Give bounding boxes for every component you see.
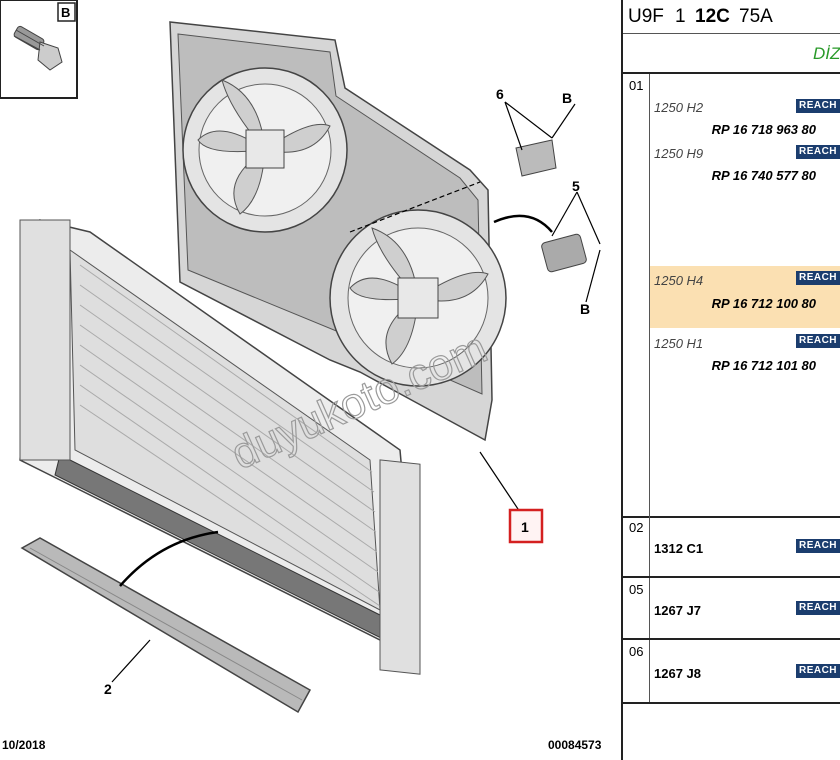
part-row-1250-h9[interactable]: 1250 H9 REACH 01 RP 16 740 577 80 01 01 …: [650, 140, 840, 266]
callout-b-top: B: [562, 90, 572, 106]
header-code-d: 75A: [739, 6, 773, 27]
callout-2: 2: [104, 681, 112, 697]
subheader-text: DİZ: [813, 44, 840, 63]
part-row-1250-h2[interactable]: 1250 H2 REACH 01 RP 16 718 963 80 01: [650, 94, 840, 140]
fan-shroud: [169, 21, 507, 442]
group-02: 02 1312 C1 REACH 01: [623, 516, 840, 578]
header-code-b: 1: [675, 6, 686, 27]
group-number: 01: [629, 78, 644, 93]
header-code-a: U9F: [628, 6, 664, 27]
reach-badge: REACH: [796, 145, 840, 159]
part-row-1267-j8[interactable]: 1267 J8 REACH 01: [650, 640, 840, 702]
parts-diagram: B: [0, 0, 601, 714]
fan-lower: [329, 209, 507, 387]
part-ref: RP 16 718 963 80: [711, 122, 816, 137]
part-code: 1250 H1: [654, 336, 704, 351]
part-row-1250-h4[interactable]: 1250 H4 REACH 01 RP 16 712 100 80 01: [650, 266, 840, 328]
reach-badge: REACH: [796, 539, 840, 553]
reach-badge: REACH: [796, 271, 840, 285]
radiator: [19, 219, 421, 675]
connector-bracket: [515, 139, 557, 177]
callout-6: 6: [496, 86, 504, 102]
part-code: 1250 H9: [654, 146, 704, 161]
group-01: 01 1250 H2 REACH 01 RP 16 718 963 80 01 …: [623, 74, 840, 518]
part-row-1312-c1[interactable]: 1312 C1 REACH 01: [650, 516, 840, 576]
reach-badge: REACH: [796, 99, 840, 113]
group-number: 06: [629, 644, 644, 659]
parts-panel: U9F 1 12C 75A DİZ 01 1250 H2 REACH 01 RP…: [621, 0, 840, 760]
part-row-1250-h1[interactable]: 1250 H1 REACH 01 RP 16 712 101 80 01 01 …: [650, 328, 840, 514]
part-row-1267-j7[interactable]: 1267 J7 REACH 01: [650, 578, 840, 638]
part-number: 1312 C1: [654, 541, 704, 556]
group-number: 02: [629, 520, 644, 535]
group-06: 06 1267 J8 REACH 01: [623, 640, 840, 704]
callout-1-box[interactable]: 1: [508, 508, 544, 544]
callout-5: 5: [572, 178, 580, 194]
reach-badge: REACH: [796, 334, 840, 348]
reach-badge: REACH: [796, 664, 840, 678]
footer-date: 10/2018: [2, 738, 46, 752]
panel-subheader: DİZ: [623, 34, 840, 74]
resistor-module: [541, 233, 587, 273]
seal-strip: [20, 537, 312, 714]
group-05: 05 1267 J7 REACH 01: [623, 578, 840, 640]
callout-1: 1: [521, 519, 529, 535]
part-number: 1267 J7: [654, 603, 701, 618]
part-code: 1250 H2: [654, 100, 704, 115]
callout-b-right: B: [580, 301, 590, 317]
inset-label: B: [61, 5, 70, 20]
group-number: 05: [629, 582, 644, 597]
fan-upper: [182, 67, 348, 233]
header-code-c: 12C: [695, 6, 730, 27]
part-code: 1250 H4: [654, 273, 704, 288]
part-ref: RP 16 740 577 80: [711, 168, 816, 183]
part-ref: RP 16 712 100 80: [711, 296, 816, 311]
screw-inset: B: [0, 0, 78, 99]
footer-ref: 00084573: [548, 738, 602, 752]
part-ref: RP 16 712 101 80: [711, 358, 816, 373]
panel-header: U9F 1 12C 75A: [623, 0, 840, 34]
part-number: 1267 J8: [654, 666, 701, 681]
reach-badge: REACH: [796, 601, 840, 615]
screw-icon: [13, 25, 63, 71]
